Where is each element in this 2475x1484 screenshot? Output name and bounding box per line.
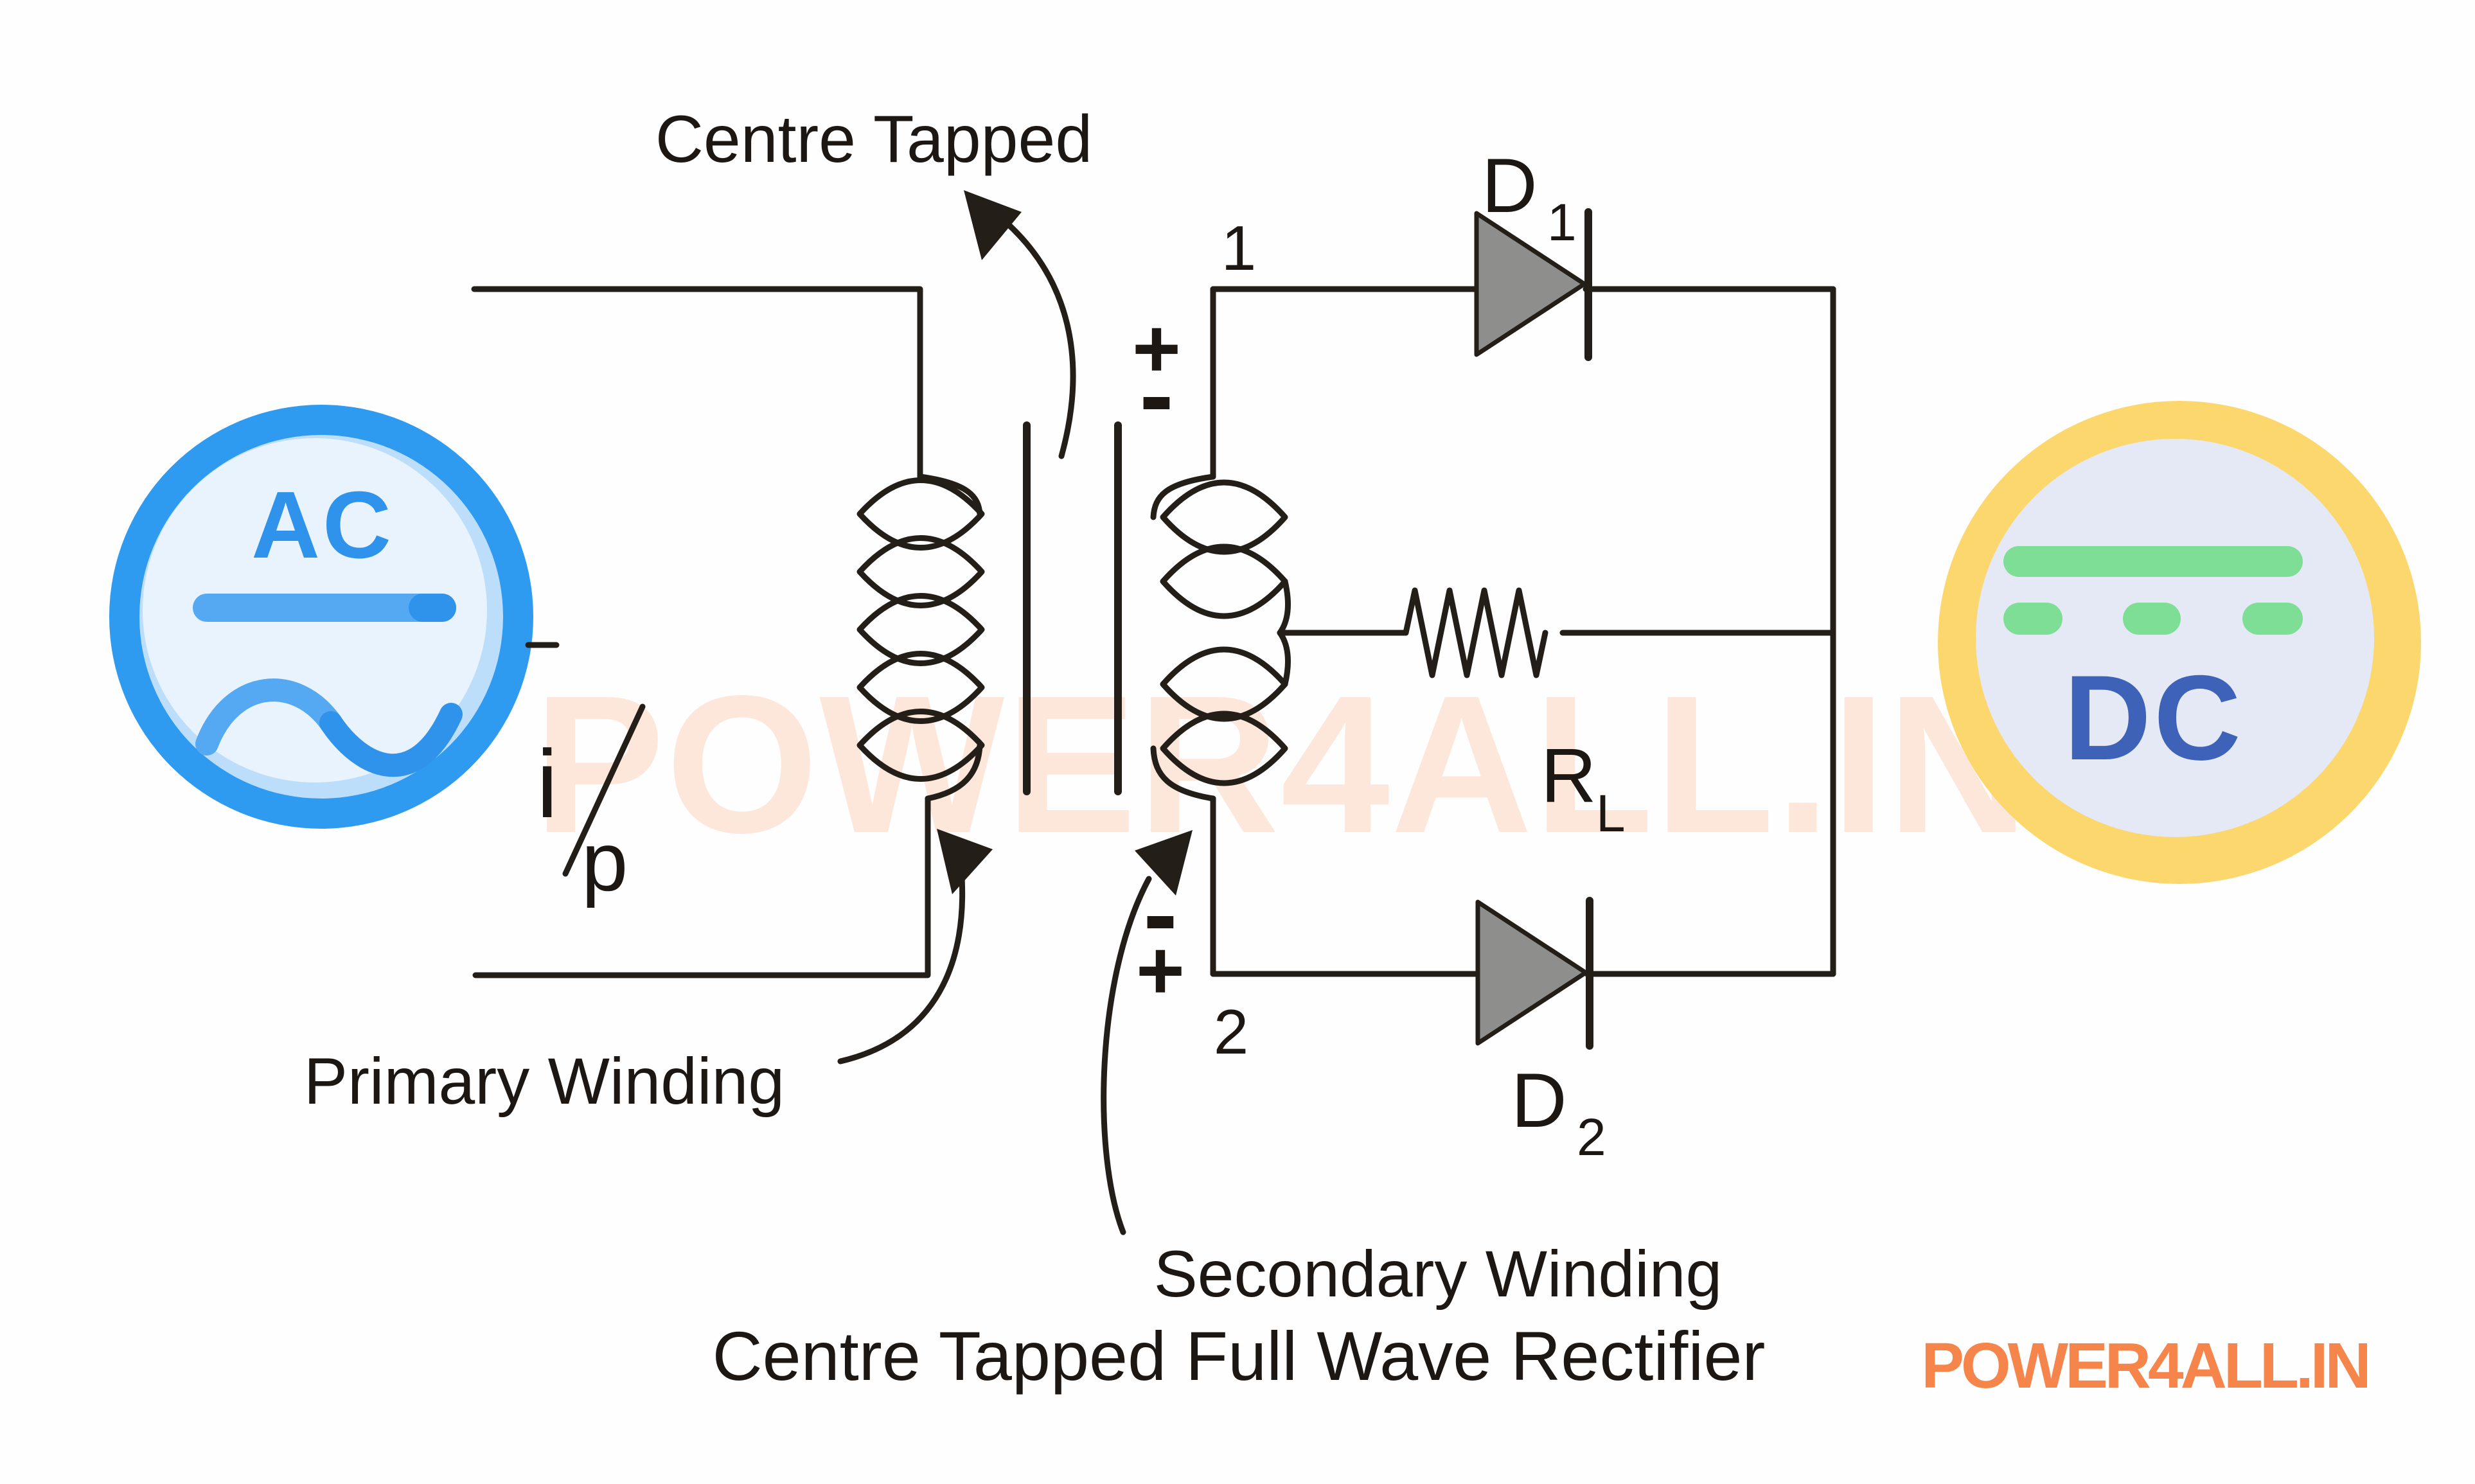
diode-d2-subscript: 2	[1577, 1108, 1606, 1167]
primary-bottom-connector	[925, 742, 983, 802]
diagram-labels: Centre Tapped 1 + - - + 2 D 1 D 2 R L i …	[304, 102, 1765, 1395]
primary-arrow-curve	[837, 865, 966, 1064]
dc-icon-label: DC	[2064, 650, 2244, 785]
secondary-loop	[1160, 479, 1288, 555]
wire-top-left	[471, 286, 923, 480]
diagram-title: Centre Tapped Full Wave Rectifier	[713, 1317, 1766, 1395]
dc-dash-1	[2003, 603, 2062, 635]
polarity-minus-top: -	[1139, 337, 1173, 452]
secondary-loop	[1160, 543, 1288, 619]
ac-source-icon: AC	[109, 405, 533, 829]
load-resistor-subscript: L	[1596, 784, 1626, 843]
wire-bottom-left	[472, 795, 931, 978]
callout-arrows	[837, 190, 1193, 1235]
centre-tap-join-lower	[1277, 630, 1291, 687]
input-p-subscript: p	[581, 815, 628, 908]
diode-d2	[1475, 897, 1593, 1050]
load-resistor-label: R	[1541, 732, 1597, 818]
polarity-plus-top: +	[1132, 301, 1181, 395]
secondary-arrow-curve	[1101, 876, 1152, 1235]
diode-d2-triangle	[1475, 899, 1588, 1046]
load-resistor-zigzag	[1403, 587, 1548, 678]
dc-dash-3	[2242, 603, 2303, 635]
dc-output-icon: DC	[1938, 401, 2421, 884]
circuit-wires	[471, 286, 1836, 978]
dc-solid-line	[2003, 546, 2303, 577]
diode-d1	[1474, 208, 1592, 361]
brand-logo: POWER4ALL.IN	[1921, 1330, 2368, 1402]
secondary-loop	[1160, 711, 1288, 786]
primary-arrowhead-icon	[937, 829, 993, 894]
secondary-arrowhead-icon	[1135, 830, 1193, 896]
diode-d2-label: D	[1511, 1057, 1567, 1144]
centre-tapped-arrow-curve	[995, 212, 1076, 459]
diode-d1-subscript: 1	[1547, 193, 1577, 252]
ac-icon-label: AC	[251, 472, 394, 578]
polarity-plus-bottom: +	[1136, 923, 1185, 1017]
ac-sine-wave-right	[319, 703, 463, 777]
dc-icon-face	[1976, 439, 2374, 837]
ac-sine-wave-left	[195, 678, 342, 755]
secondary-winding	[1150, 286, 1291, 977]
terminal-2-label: 2	[1214, 996, 1249, 1067]
secondary-bottom-connector	[1150, 745, 1216, 802]
secondary-winding-label: Secondary Winding	[1154, 1237, 1722, 1311]
centre-tap-join-upper	[1277, 578, 1291, 636]
centre-tapped-label: Centre Tapped	[655, 102, 1092, 177]
polarity-minus-bottom: -	[1143, 856, 1177, 971]
ac-icon-bar	[193, 594, 456, 622]
input-slash	[562, 703, 646, 877]
terminal-1-label: 1	[1221, 213, 1257, 283]
diode-d1-triangle	[1474, 211, 1587, 357]
dc-dash-2	[2123, 603, 2181, 635]
diode-d1-label: D	[1482, 143, 1538, 229]
ac-icon-bar-cap	[409, 594, 456, 622]
secondary-loop	[1160, 646, 1288, 722]
secondary-top-connector	[1150, 473, 1216, 520]
primary-winding-label: Primary Winding	[304, 1045, 785, 1118]
centre-tapped-arrowhead-icon	[964, 190, 1022, 260]
input-i-label: i	[537, 730, 558, 838]
primary-winding	[856, 473, 985, 802]
